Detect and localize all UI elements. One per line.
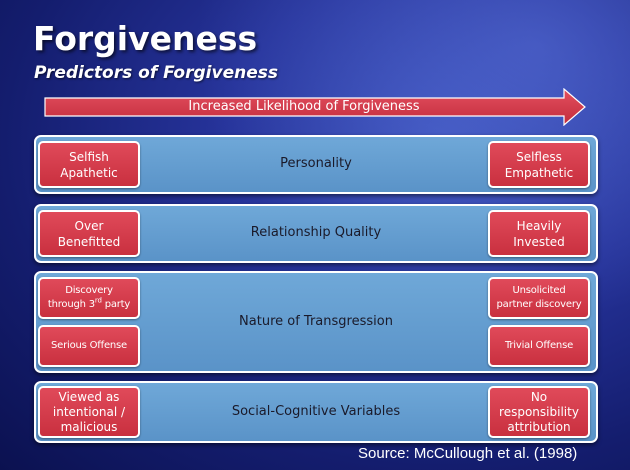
box-line: through 3rd party <box>47 296 131 310</box>
box-line: Heavily <box>516 218 562 233</box>
box-line: Viewed as <box>58 389 120 404</box>
box-viewed-as-intentional: Viewed as intentional / malicious <box>38 386 140 438</box>
row-nature-of-transgression: Discovery through 3rd party Serious Offe… <box>34 271 598 373</box>
box-line: Serious Offense <box>51 340 127 351</box>
box-line: Trivial Offense <box>504 340 574 351</box>
slide-subtitle: Predictors of Forgiveness <box>34 63 278 83</box>
box-line: Selfish <box>69 149 109 164</box>
row-social-cognitive-variables: Viewed as intentional / malicious Social… <box>34 381 598 443</box>
box-no-responsibility-attribution: No responsibility attribution <box>488 386 590 438</box>
box-line: Over <box>74 218 104 233</box>
box-line: intentional / <box>52 404 126 419</box>
box-line: Unsolicited <box>512 285 566 296</box>
box-line: malicious <box>60 419 118 434</box>
box-line: partner discovery <box>496 299 582 310</box>
box-selfish-apathetic: Selfish Apathetic <box>38 141 140 188</box>
box-line: Apathetic <box>60 165 118 180</box>
row-label-nature-of-transgression: Nature of Transgression <box>239 314 393 329</box>
likelihood-arrow: Increased Likelihood of Forgiveness <box>44 88 586 126</box>
box-over-benefitted: Over Benefitted <box>38 210 140 257</box>
box-line: attribution <box>507 419 571 434</box>
box-heavily-invested: Heavily Invested <box>488 210 590 257</box>
box-line: Invested <box>513 234 565 249</box>
box-line: Discovery <box>65 285 113 296</box>
box-line: responsibility <box>499 404 579 419</box>
arrow-label: Increased Likelihood of Forgiveness <box>188 99 420 114</box>
box-selfless-empathetic: Selfless Empathetic <box>488 141 590 188</box>
arrow-shape <box>44 88 586 126</box>
row-personality: Selfish Apathetic Personality Selfless E… <box>34 135 598 194</box>
box-line: Empathetic <box>504 165 574 180</box>
source-citation: Source: McCullough et al. (1998) <box>358 445 578 462</box>
box-line: Selfless <box>516 149 562 164</box>
row-label-relationship-quality: Relationship Quality <box>250 225 382 240</box>
row-label-social-cognitive-variables: Social-Cognitive Variables <box>231 404 401 419</box>
box-line: No <box>530 389 548 404</box>
box-discovery-third-party: Discovery through 3rd party <box>38 277 140 319</box>
row-label-personality: Personality <box>280 156 352 171</box>
box-serious-offense: Serious Offense <box>38 325 140 367</box>
box-unsolicited-partner-discovery: Unsolicited partner discovery <box>488 277 590 319</box>
box-line: Benefitted <box>57 234 121 249</box>
row-relationship-quality: Over Benefitted Relationship Quality Hea… <box>34 204 598 263</box>
slide-title: Forgiveness <box>33 19 258 58</box>
box-trivial-offense: Trivial Offense <box>488 325 590 367</box>
